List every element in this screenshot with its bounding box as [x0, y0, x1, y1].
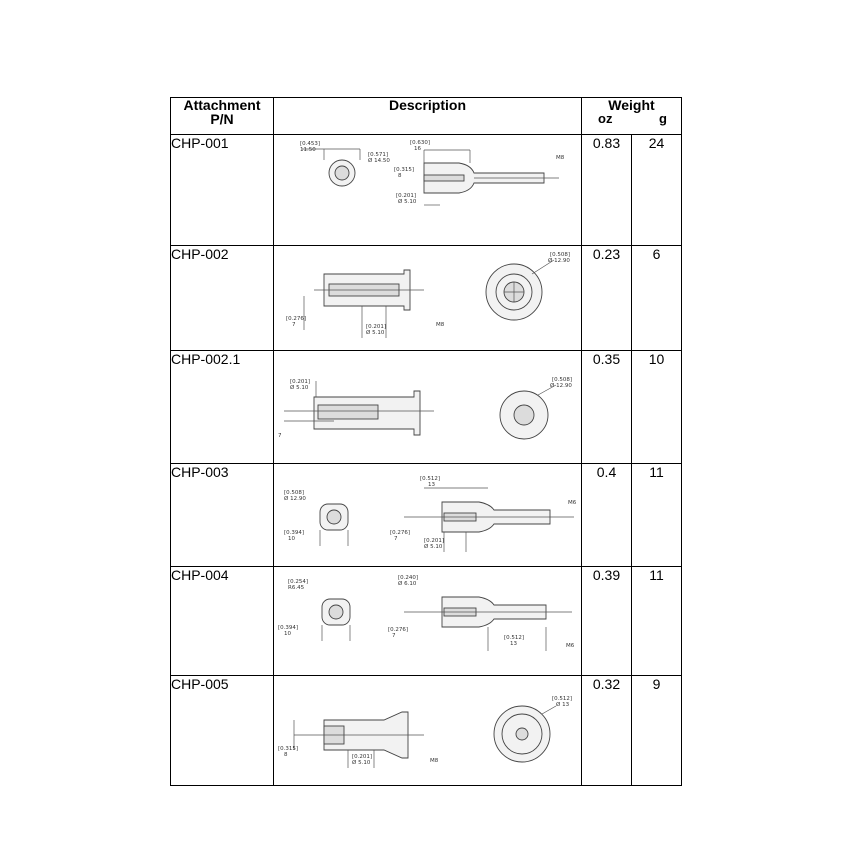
dim-label: Ø 12.90	[550, 382, 572, 389]
dim-label: [0.276]	[388, 627, 408, 633]
weight-oz: 0.39	[581, 566, 632, 676]
dim-label: Ø 14.50	[368, 157, 390, 164]
table-row: CHP-004 [0.254] R6.45 [0.394] 10 [0.240]…	[170, 566, 682, 676]
dim-label: [0.276]	[286, 316, 306, 322]
dim-label: M6	[566, 643, 575, 649]
dim-label: [0.240]	[398, 575, 418, 581]
part-drawing: [0.508] Ø 12.90 [0.394] 10 [0.512] 13 [0…	[273, 463, 582, 567]
part-number: CHP-004	[170, 566, 274, 676]
part-number: CHP-003	[170, 463, 274, 567]
dim-label: M8	[556, 155, 565, 161]
weight-g: 10	[631, 350, 682, 464]
dim-label: [0.201]	[352, 754, 372, 760]
dim-label: [0.508]	[552, 377, 572, 383]
header-row: Attachment P/N Description Weight oz g	[170, 97, 682, 135]
dim-label: Ø 5.10	[366, 329, 385, 336]
weight-oz: 0.35	[581, 350, 632, 464]
dim-label: Ø 12.90	[284, 495, 306, 502]
table-row: CHP-001 [0.453] 11.50 [0.571] Ø 14.50 [0…	[170, 134, 682, 246]
drawing-chp-002: [0.276] 7 [0.201] Ø 5.10 M8 [0.508] Ø 12…	[286, 252, 570, 338]
dim-label: Ø 6.10	[398, 580, 417, 587]
weight-oz: 0.83	[581, 134, 632, 246]
dim-label: 10	[284, 631, 291, 637]
dim-label: 7	[278, 433, 282, 439]
dim-label: [0.512]	[552, 696, 572, 702]
dim-label: [0.201]	[396, 193, 416, 199]
dim-label: [0.394]	[284, 530, 304, 536]
dim-label: Ø 12.90	[548, 257, 570, 264]
table-row: CHP-002.1 [0.201] Ø 5.10 7 [0.508] Ø 12.…	[170, 350, 682, 464]
part-number: CHP-002.1	[170, 350, 274, 464]
weight-g: 9	[631, 675, 682, 786]
dim-label: R6.45	[288, 585, 305, 591]
weight-oz: 0.23	[581, 245, 632, 351]
dim-label: 13	[510, 641, 517, 647]
part-drawing: [0.254] R6.45 [0.394] 10 [0.240] Ø 6.10 …	[273, 566, 582, 676]
dim-label: M8	[436, 322, 445, 328]
dim-label: [0.394]	[278, 625, 298, 631]
dim-label: [0.630]	[410, 140, 430, 146]
dim-label: 7	[392, 633, 396, 639]
header-g: g	[659, 111, 667, 126]
dim-label: [0.512]	[504, 635, 524, 641]
dim-label: 7	[394, 536, 398, 542]
dim-label: M6	[568, 500, 577, 506]
dim-label: [0.315]	[278, 746, 298, 752]
part-number: CHP-002	[170, 245, 274, 351]
dim-label: [0.315]	[394, 167, 414, 173]
part-number: CHP-005	[170, 675, 274, 786]
header-oz: oz	[598, 111, 613, 126]
header-pn: Attachment P/N	[170, 97, 274, 135]
part-drawing: [0.453] 11.50 [0.571] Ø 14.50 [0.630] 16…	[273, 134, 582, 246]
dim-label: 16	[414, 146, 421, 152]
dim-label: 10	[288, 536, 295, 542]
weight-g: 24	[631, 134, 682, 246]
header-weight-label: Weight	[608, 97, 655, 113]
parts-table: Attachment P/N Description Weight oz g C…	[170, 97, 682, 786]
dim-label: [0.508]	[550, 252, 570, 258]
dim-label: [0.571]	[368, 152, 388, 158]
weight-oz: 0.4	[581, 463, 632, 567]
drawing-chp-003: [0.508] Ø 12.90 [0.394] 10 [0.512] 13 [0…	[284, 476, 577, 552]
drawing-chp-004: [0.254] R6.45 [0.394] 10 [0.240] Ø 6.10 …	[278, 575, 575, 651]
weight-g: 6	[631, 245, 682, 351]
dim-label: 8	[398, 173, 402, 179]
dim-label: Ø 5.10	[290, 384, 309, 391]
dim-label: [0.276]	[390, 530, 410, 536]
dim-label: 13	[428, 482, 435, 488]
dim-label: Ø 13	[556, 701, 570, 708]
dim-label: 11.50	[300, 147, 316, 153]
part-number: CHP-001	[170, 134, 274, 246]
dim-label: [0.254]	[288, 579, 308, 585]
dim-label: [0.512]	[420, 476, 440, 482]
table-row: CHP-003 [0.508] Ø 12.90 [0.394] 10 [0.51…	[170, 463, 682, 567]
table-row: CHP-005 [0.315] 8 [0.201] Ø 5.10 M8 [0.5…	[170, 675, 682, 786]
dim-label: Ø 5.10	[398, 198, 417, 205]
drawing-chp-002-1: [0.201] Ø 5.10 7 [0.508] Ø 12.90	[278, 377, 572, 440]
table-row: CHP-002 [0.276] 7 [0.201] Ø 5.10 M8 [0.5…	[170, 245, 682, 351]
drawing-chp-001: [0.453] 11.50 [0.571] Ø 14.50 [0.630] 16…	[300, 140, 565, 206]
dim-label: [0.201]	[366, 324, 386, 330]
part-drawing: [0.201] Ø 5.10 7 [0.508] Ø 12.90	[273, 350, 582, 464]
dim-label: [0.453]	[300, 141, 320, 147]
dim-label: M8	[430, 758, 439, 764]
header-description: Description	[273, 97, 582, 135]
header-weight: Weight oz g	[581, 97, 682, 135]
dim-label: 8	[284, 752, 288, 758]
part-drawing: [0.315] 8 [0.201] Ø 5.10 M8 [0.512] Ø 13	[273, 675, 582, 786]
dim-label: [0.508]	[284, 490, 304, 496]
drawing-chp-005: [0.315] 8 [0.201] Ø 5.10 M8 [0.512] Ø 13	[278, 696, 572, 768]
part-drawing: [0.276] 7 [0.201] Ø 5.10 M8 [0.508] Ø 12…	[273, 245, 582, 351]
dim-label: [0.201]	[290, 379, 310, 385]
dim-label: Ø 5.10	[424, 543, 443, 550]
weight-g: 11	[631, 566, 682, 676]
dim-label: [0.201]	[424, 538, 444, 544]
dim-label: Ø 5.10	[352, 759, 371, 766]
weight-g: 11	[631, 463, 682, 567]
weight-oz: 0.32	[581, 675, 632, 786]
dim-label: 7	[292, 322, 296, 328]
